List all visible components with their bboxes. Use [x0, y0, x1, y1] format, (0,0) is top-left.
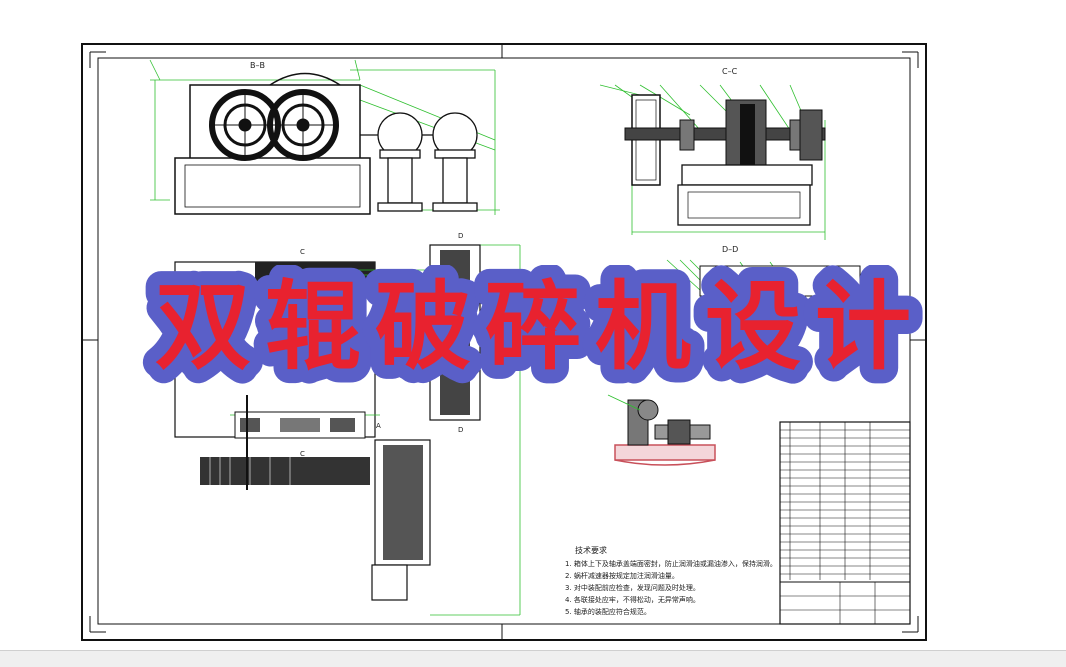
- title-block: [779, 421, 911, 625]
- pink-mount-detail: [607, 394, 716, 466]
- plan-views: C C D D A: [174, 232, 521, 616]
- view-c-c: C–C: [599, 67, 826, 240]
- marker-a: A: [376, 422, 381, 430]
- section-label-bb: B–B: [250, 61, 265, 70]
- title-outline: 双辊破碎机设计: [155, 271, 925, 383]
- tech-heading: 技术要求: [575, 545, 607, 555]
- title-banner: 双辊破碎机设计 双辊破碎机设计: [110, 257, 970, 397]
- marker-c-top: C: [300, 248, 305, 256]
- marker-d-top: D: [458, 232, 463, 240]
- tech-item-5: 5. 轴承的装配应符合规范。: [565, 607, 651, 616]
- tech-item-2: 2. 蜗杆减速器按规定加注润滑油量。: [565, 571, 679, 580]
- tech-item-4: 4. 各联接处应牢，不得松动，无异常声响。: [565, 595, 700, 604]
- page-title: 双辊破碎机设计: [155, 271, 925, 383]
- tech-item-3: 3. 对中装配前应检查，发现问题及时处理。: [565, 583, 700, 592]
- view-b-b: B–B: [149, 59, 500, 215]
- bottom-scrollbar-strip[interactable]: [0, 650, 1066, 667]
- marker-c-bottom: C: [300, 450, 305, 458]
- inner-frame: [97, 57, 911, 625]
- marker-d-bottom: D: [458, 426, 463, 434]
- section-label-dd: D–D: [722, 245, 738, 254]
- tech-item-1: 1. 箱体上下及轴承盖端面密封，防止润滑油或漏油渗入，保持润滑。: [565, 559, 777, 568]
- section-label-cc: C–C: [722, 67, 738, 76]
- view-d-d: D–D: [607, 245, 861, 466]
- tech-requirements: 技术要求 1. 箱体上下及轴承盖端面密封，防止润滑油或漏油渗入，保持润滑。 2.…: [565, 545, 777, 616]
